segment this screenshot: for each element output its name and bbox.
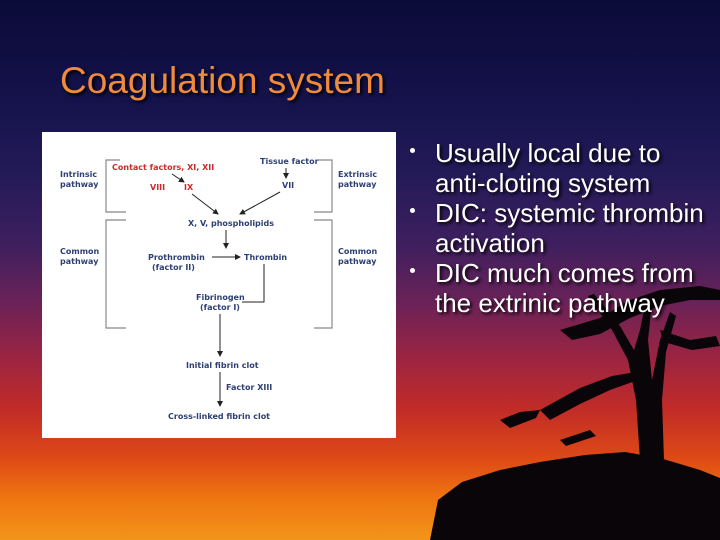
factor-i-label: (factor I) <box>200 303 240 312</box>
ix-label: IX <box>184 183 194 192</box>
common-right-label-1: Common <box>338 247 378 256</box>
factor-ii-label: (factor II) <box>152 263 195 272</box>
arrow-ix-down <box>191 193 219 215</box>
bullet-dot-icon <box>410 148 415 153</box>
intrinsic-bracket <box>105 159 126 213</box>
xv-label: X, V, phospholipids <box>188 219 274 228</box>
bullet-text: DIC much comes from the extrinic pathway <box>435 258 694 318</box>
cascade-svg: Intrinsic pathway Common pathway Extrins… <box>60 157 378 421</box>
common-bracket-right <box>314 219 333 329</box>
arrow-thrombin-loop <box>242 264 265 303</box>
extrinsic-bracket <box>314 159 333 213</box>
slide-title: Coagulation system <box>60 60 385 101</box>
vii-label: VII <box>282 181 294 190</box>
common-left-label-1: Common <box>60 247 100 256</box>
crosslinked-label: Cross-linked fibrin clot <box>168 412 270 421</box>
bullet-item: DIC much comes from the extrinic pathway <box>410 258 715 318</box>
common-left-label-2: pathway <box>60 257 99 266</box>
extrinsic-label-1: Extrinsic <box>338 170 377 179</box>
thrombin-label: Thrombin <box>244 253 287 262</box>
contact-factors-label: Contact factors, XI, XII <box>112 163 214 172</box>
factor-xiii-label: Factor XIII <box>226 383 272 392</box>
arrow-contact-to-ix <box>171 173 185 183</box>
viii-label: VIII <box>150 183 165 192</box>
bullet-text: Usually local due to anti-cloting system <box>435 138 661 198</box>
intrinsic-label-1: Intrinsic <box>60 170 97 179</box>
common-right-label-2: pathway <box>338 257 377 266</box>
extrinsic-label-2: pathway <box>338 180 377 189</box>
bullet-dot-icon <box>410 208 415 213</box>
arrow-vii-down <box>239 191 281 215</box>
bullet-item: DIC: systemic thrombin activation <box>410 198 715 258</box>
initial-clot-label: Initial fibrin clot <box>186 361 259 370</box>
intrinsic-label-2: pathway <box>60 180 99 189</box>
prothrombin-label: Prothrombin <box>148 253 205 262</box>
bullet-list: Usually local due to anti-cloting system… <box>410 138 715 318</box>
coagulation-diagram: Intrinsic pathway Common pathway Extrins… <box>42 132 396 438</box>
bullet-item: Usually local due to anti-cloting system <box>410 138 715 198</box>
tissue-factor-label: Tissue factor <box>260 157 319 166</box>
common-bracket-left <box>105 219 126 329</box>
bullet-text: DIC: systemic thrombin activation <box>435 198 704 258</box>
fibrinogen-label: Fibrinogen <box>196 293 245 302</box>
bullet-dot-icon <box>410 268 415 273</box>
